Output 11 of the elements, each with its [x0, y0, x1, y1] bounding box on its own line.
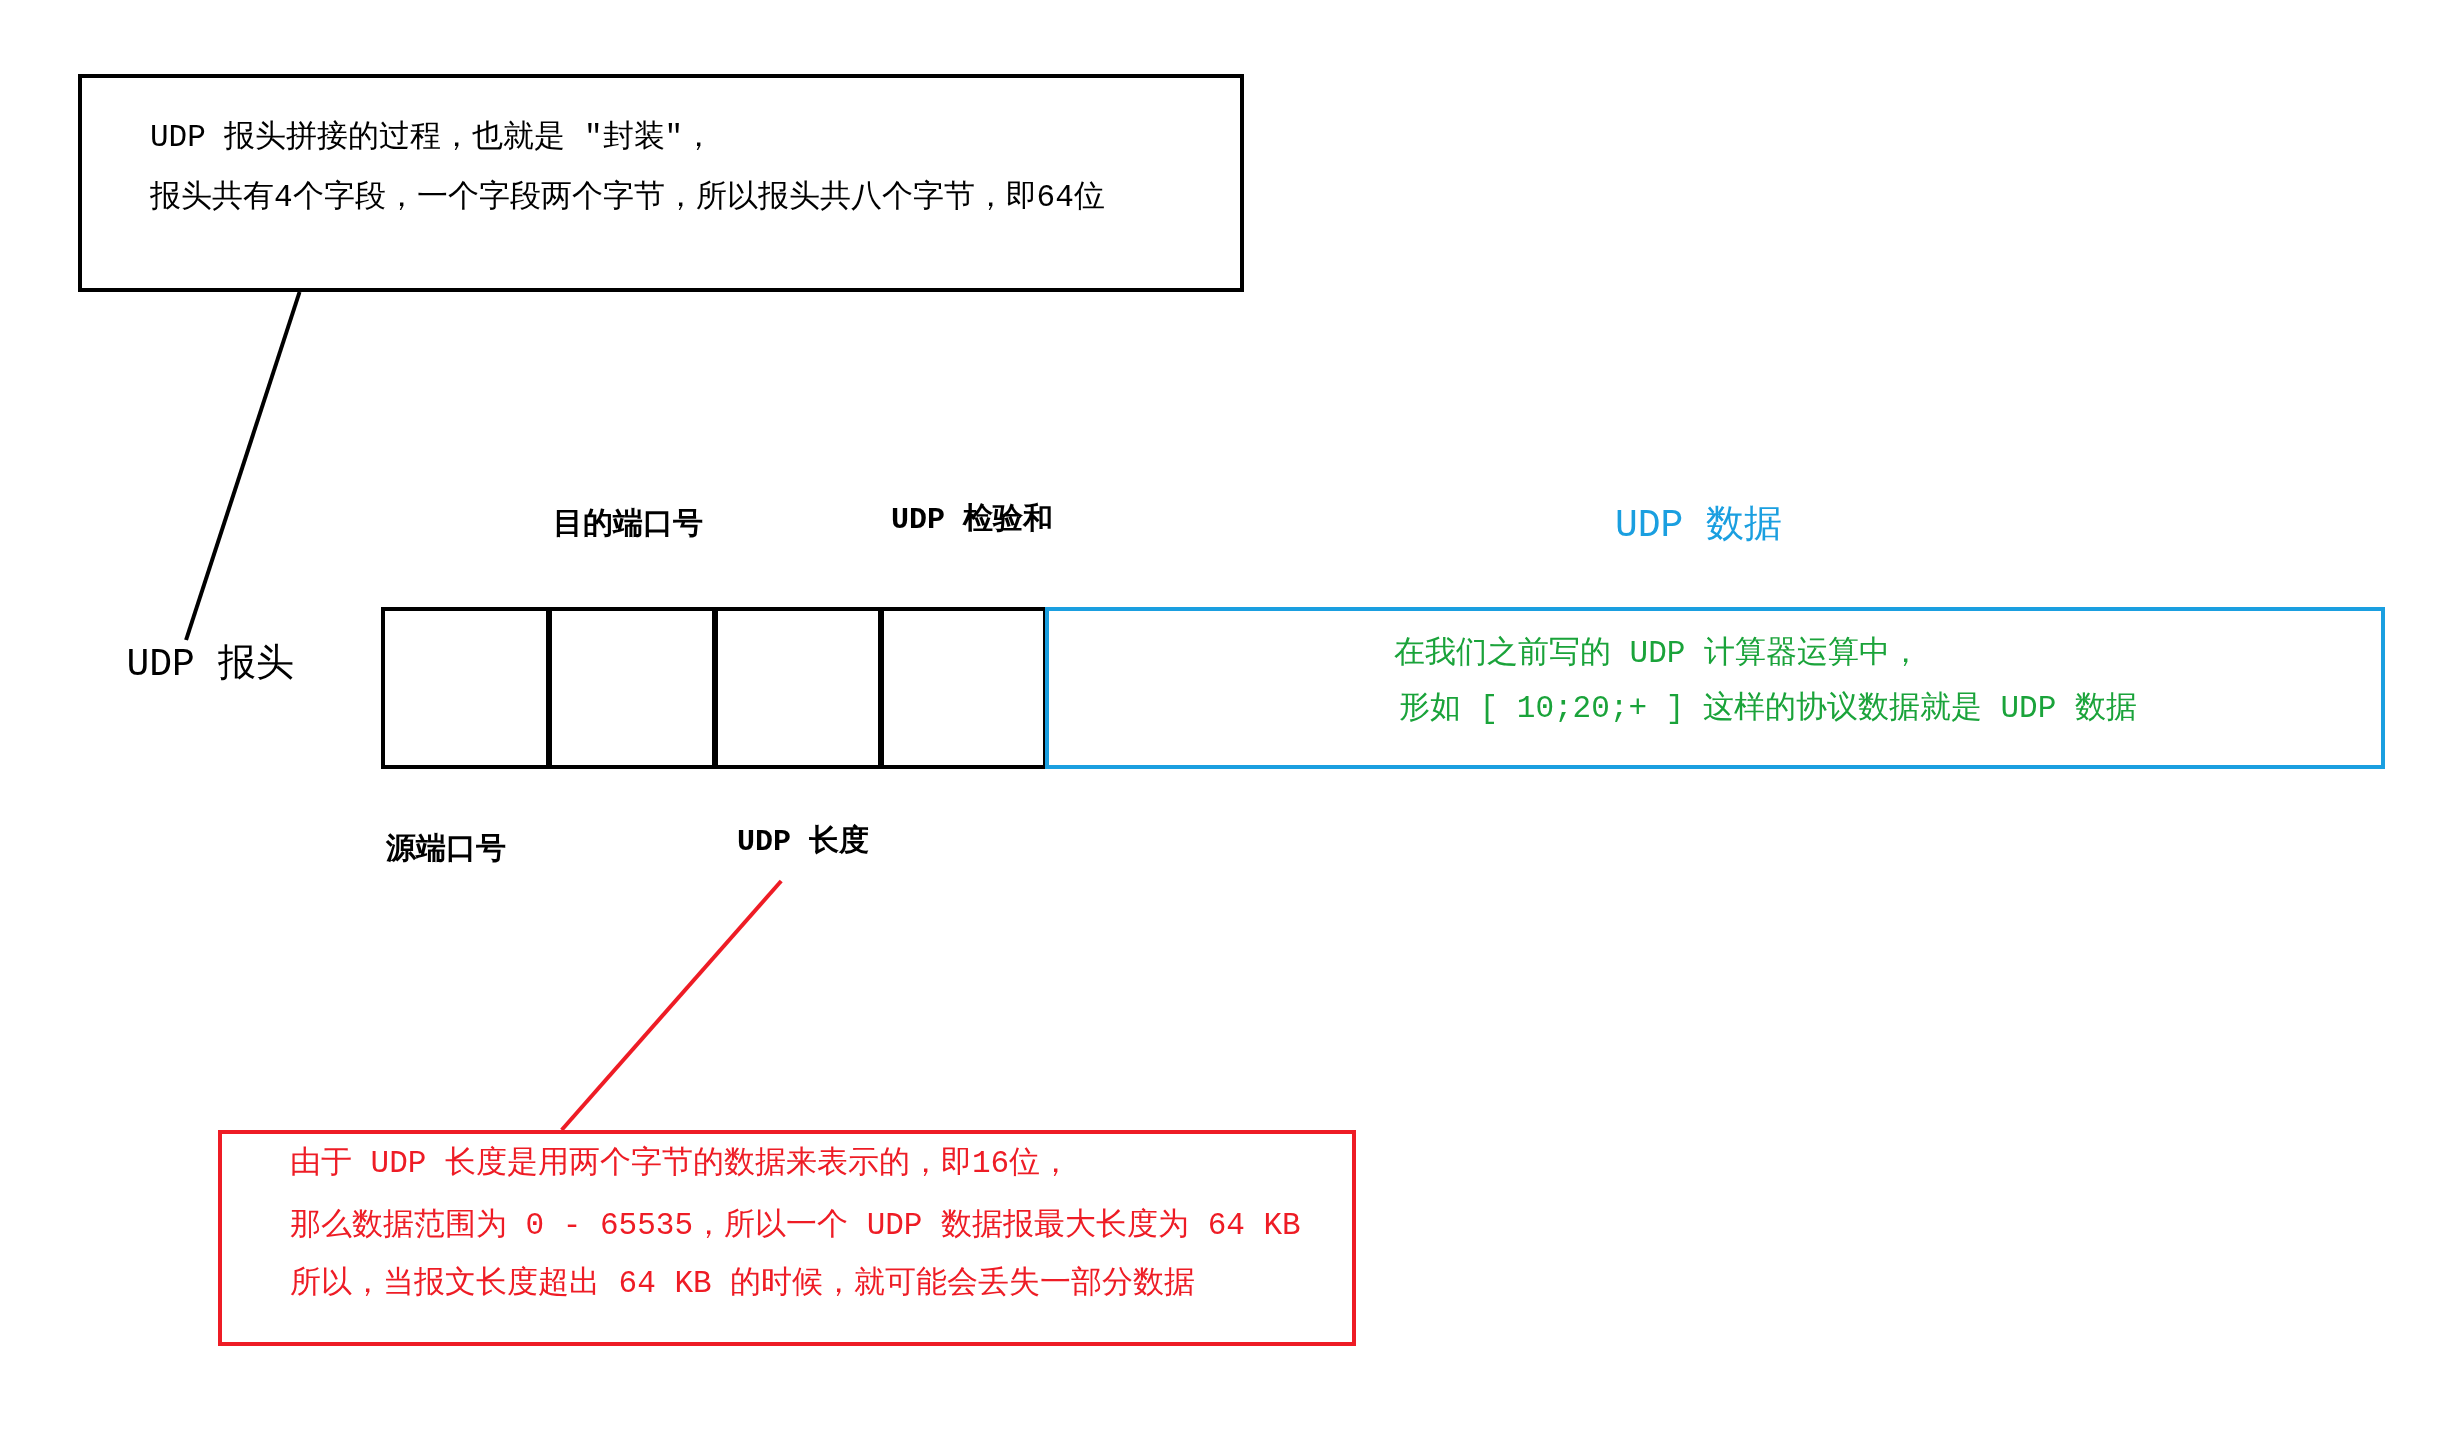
box-text: 在我们之前写的 UDP 计算器运算中， [1394, 638, 1921, 669]
box-text: 形如 [ 10;20;+ ] 这样的协议数据就是 UDP 数据 [1399, 693, 2137, 724]
header-label: UDP 报头 [120, 640, 300, 690]
leader-line [560, 879, 783, 1132]
leader-line [184, 291, 302, 641]
note-box [78, 74, 1244, 292]
note-text: 所以，当报文长度超出 64 KB 的时候，就可能会丢失一部分数据 [290, 1268, 1196, 1299]
box-heading: UDP 数据 [1615, 507, 1783, 545]
note-text: 那么数据范围为 0 - 65535，所以一个 UDP 数据报最大长度为 64 KB [290, 1210, 1301, 1241]
note-text: UDP 报头拼接的过程，也就是 ″封装″， [150, 122, 715, 153]
note-box [218, 1130, 1356, 1346]
